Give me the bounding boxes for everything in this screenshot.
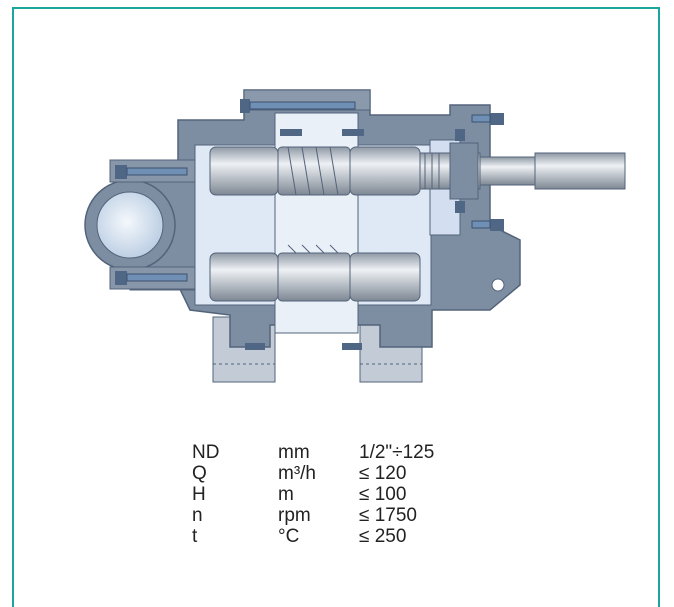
spec-unit: mm <box>278 442 310 463</box>
spec-row-n: n rpm ≤ 1750 <box>192 505 434 526</box>
spec-row-nd: ND mm 1/2"÷125 <box>192 442 434 463</box>
spec-unit: rpm <box>278 505 311 526</box>
drain-plug <box>491 278 505 292</box>
spec-symbol: H <box>192 484 206 505</box>
bearing-pads <box>245 129 364 350</box>
drive-screw <box>209 146 626 196</box>
spec-unit: m <box>278 484 294 505</box>
tie-bolts <box>115 99 504 285</box>
spec-row-h: H m ≤ 100 <box>192 484 434 505</box>
spec-value: 1/2"÷125 <box>359 442 435 463</box>
spec-symbol: n <box>192 505 203 526</box>
spec-row-q: Q m³/h ≤ 120 <box>192 463 434 484</box>
screw-pump-cross-section <box>84 89 626 383</box>
spec-row-t: t °C ≤ 250 <box>192 526 434 547</box>
spec-value: ≤ 100 <box>359 484 407 505</box>
suction-flange <box>84 159 196 291</box>
spec-symbol: t <box>192 526 198 547</box>
spec-unit: m³/h <box>278 463 316 484</box>
spec-symbol: Q <box>192 463 207 484</box>
content-frame <box>12 7 660 607</box>
spec-value: ≤ 120 <box>359 463 407 484</box>
spec-value: ≤ 1750 <box>359 505 417 526</box>
mechanical-seal <box>449 129 479 213</box>
spec-unit: °C <box>278 526 300 547</box>
driven-screw <box>209 244 421 302</box>
spec-symbol: ND <box>192 442 220 463</box>
spec-table: ND mm 1/2"÷125 Q m³/h ≤ 120 H m ≤ 100 n … <box>192 442 434 547</box>
spec-value: ≤ 250 <box>359 526 407 547</box>
